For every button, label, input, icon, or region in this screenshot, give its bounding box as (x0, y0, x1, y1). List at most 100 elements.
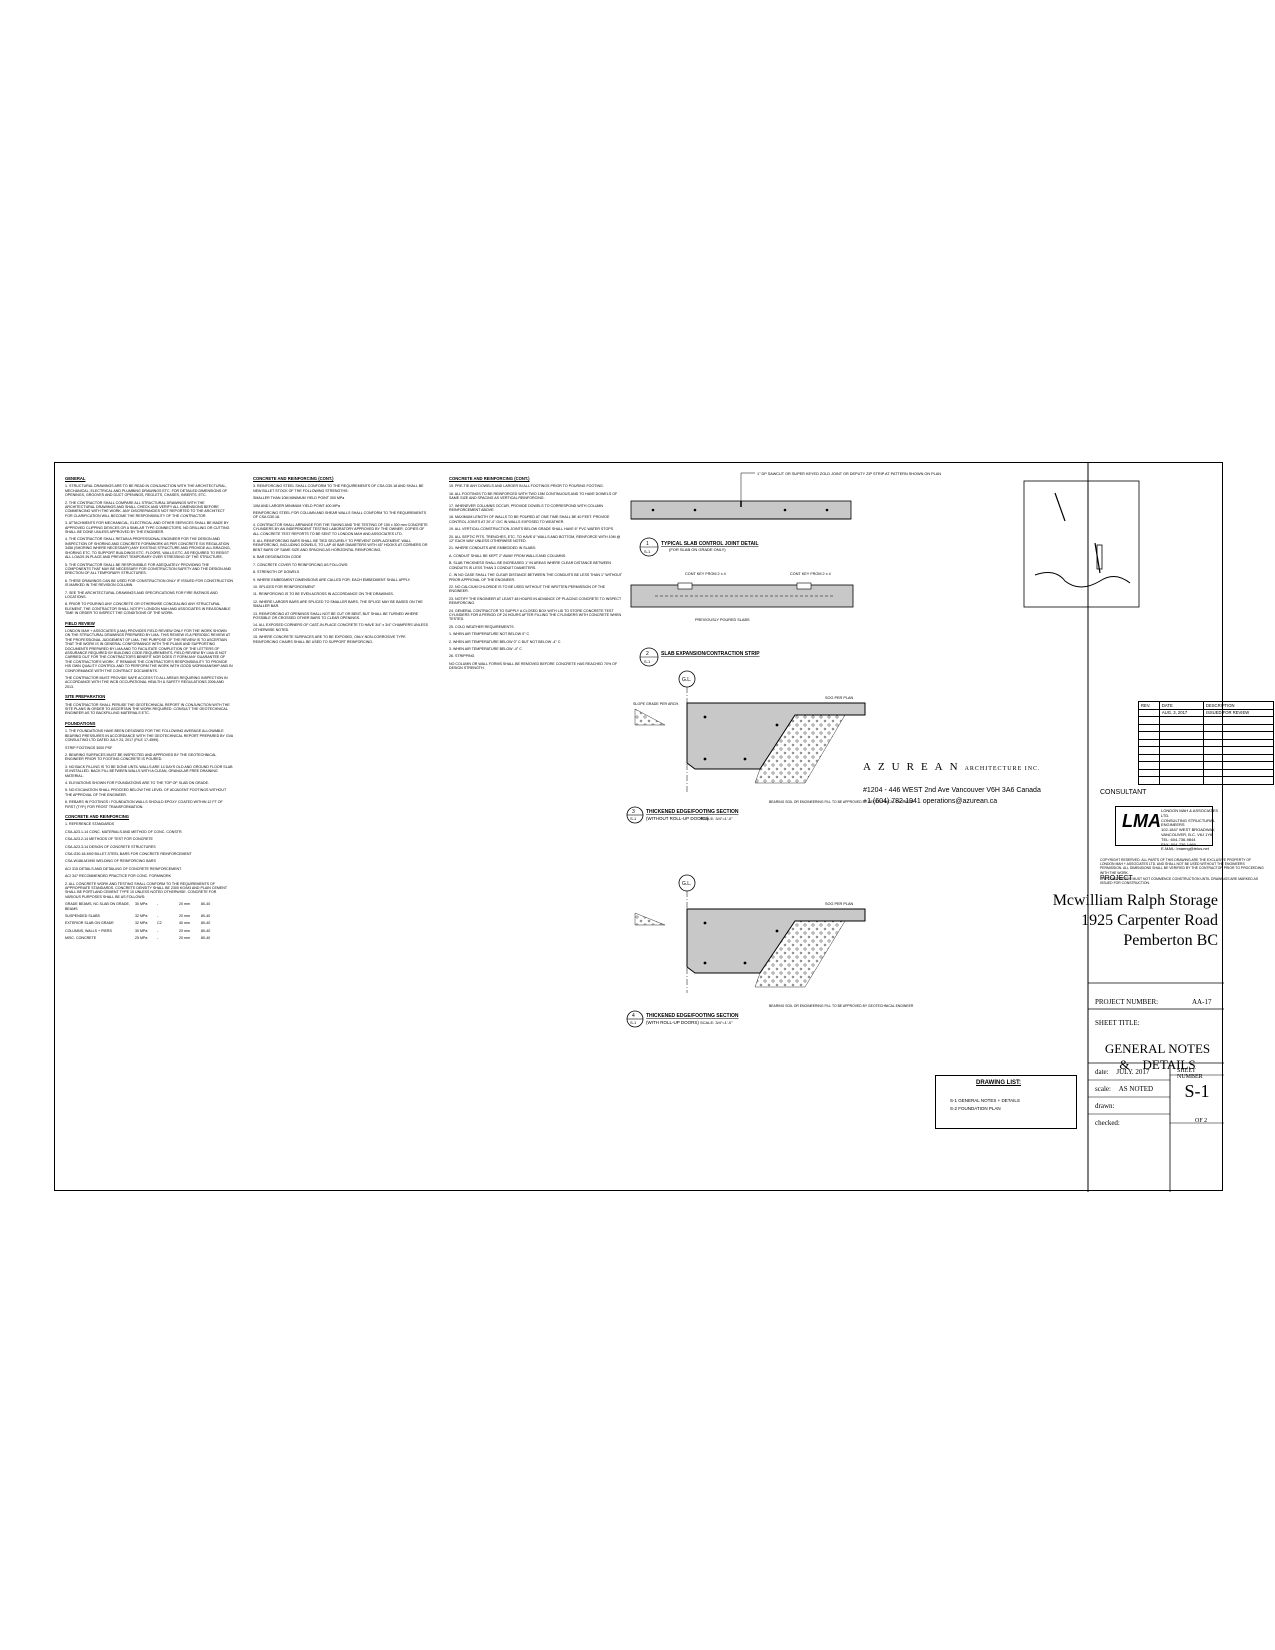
sheet-title-line-1: GENERAL NOTES (1104, 1041, 1211, 1056)
engineer-subtitle: CONSULTING STRUCTURAL ENGINEERS (1161, 817, 1215, 828)
table-row (1138, 738, 1275, 747)
table-row (1138, 776, 1275, 785)
note-item: 24. GENERAL CONTRACTOR TO SUPPLY A CLOSE… (449, 608, 622, 622)
detail-3-bearing-label: BEARING SOIL OR ENGINEERING FILL TO BE A… (769, 800, 914, 804)
detail-3-bubble-sheet: S-1 (630, 816, 637, 821)
field-review-heading: FIELD REVIEW (65, 620, 95, 626)
table-cell: 80-40 (201, 936, 211, 941)
concrete-cont-heading: CONCRETE AND REINFORCING (CONT.) (253, 476, 334, 481)
detail-3-sog-label: SOG PER PLAN (825, 696, 854, 700)
scale-value: AS NOTED (1118, 1085, 1154, 1093)
drawn-row: drawn: (1095, 1102, 1115, 1110)
detail-3-title: THICKENED EDGE/FOOTING SECTION (646, 809, 739, 815)
table-row: COLUMNS, WALLS + PIERS 30 MPa - 20 mm 80-40 (65, 929, 233, 933)
table-row (1138, 746, 1275, 755)
details-drawing: 1" DP SAWCUT OR SUPER KEYED ZOLD JOINT O… (626, 463, 1224, 1192)
revision-cell (1138, 723, 1160, 732)
detail-4-subtitle: (WITH ROLL-UP DOORS) (646, 1020, 699, 1025)
revision-cell (1202, 776, 1275, 785)
detail-4-sog-label: SOG PER PLAN (825, 902, 854, 906)
titleblock-frame (1087, 463, 1224, 1192)
revision-cell (1202, 731, 1275, 740)
detail-2-bubble-number: 2 (646, 651, 649, 657)
note-item: 5. ALL REINFORCING BARS SHALL BE TIED SE… (253, 539, 428, 552)
detail-4-bubble-sheet: S-1 (630, 1020, 637, 1025)
note-item: CSA-A23.2-14 METHODS OF TEST FOR CONCRET… (65, 837, 153, 842)
revision-cell (1138, 768, 1160, 777)
table-cell: 80-40 (201, 921, 211, 926)
general-heading: GENERAL (65, 476, 86, 481)
table-cell: 20 mm (179, 928, 190, 933)
note-item: 18. MAXIMUM LENGTH OF WALLS TO BE POURED… (449, 515, 610, 524)
table-row: GRADE BEAMS, NC SLAB ON GRADE, BEAMS 30 M… (65, 902, 233, 911)
engineer-email: E-MAIL: lmaeng@telus.net (1161, 846, 1209, 852)
revision-cell (1138, 708, 1160, 717)
table-row (1138, 761, 1275, 770)
revision-cell (1138, 738, 1160, 747)
drawing-sheet: GENERAL 1. STRUCTURAL DRAWINGS ARE TO BE… (54, 462, 1275, 1192)
note-item: 6. REBARS IN FOOTINGS / FOUNDATION WALLS… (65, 800, 223, 809)
detail-4-thickened-edge-rollup (626, 874, 866, 1028)
table-cell: - (157, 928, 159, 933)
table-row (1138, 753, 1275, 762)
note-item: 1. STRUCTURAL DRAWINGS ARE TO BE READ IN… (65, 484, 228, 498)
note-item: 3. ATTACHMENTS FOR MECHANICAL, ELECTRICA… (65, 521, 230, 535)
note-item: 22. NO CALCIUM CHLORIDE IS TO BE USED WI… (449, 584, 606, 594)
drawing-list-item: S-1 GENERAL NOTES + DETAILS (950, 1098, 1020, 1103)
detail-2-note-2: CONT KEY FROM 2 x 4 (790, 572, 831, 576)
revision-cell (1202, 761, 1275, 770)
table-cell: 30 MPa (135, 928, 148, 933)
table-cell: 32 MPa (135, 914, 148, 919)
note-item: REINFORCING STEEL FOR COLUMN AND SHEAR W… (253, 511, 427, 520)
note-item: ACI 347 RECOMMENDED PRACTICE FOR CONC. F… (65, 874, 172, 879)
table-cell: GRADE BEAMS, NC SLAB ON GRADE, BEAMS (65, 902, 130, 911)
revision-cell (1138, 761, 1160, 770)
sheet-title-line-2: & DETAILS (1119, 1057, 1196, 1072)
revision-cell (1158, 776, 1204, 785)
scale-row: scale: AS NOTED (1095, 1085, 1154, 1093)
detail-3-subtitle: (WITHOUT ROLL-UP DOORS) (646, 816, 709, 821)
drawing-list-item: S-2 FOUNDATION PLAN (950, 1106, 1001, 1111)
note-item: 25. COLD WEATHER REQUIREMENTS (449, 624, 514, 629)
site-prep-text: THE CONTRACTOR SHALL PERUSE THE GEOTECHN… (65, 702, 230, 716)
note-item: 7. CONCRETE COVER TO REINFORCING AS FOLL… (253, 562, 349, 567)
copyright-notice: COPYRIGHT RESERVED. ALL PARTS OF THIS DR… (1100, 858, 1265, 885)
site-prep-heading: SITE PREPARATION (65, 694, 106, 700)
revision-cell: AUG. 3, 2017 (1158, 708, 1204, 717)
firm-address: #1204 - 446 WEST 2nd Ave Vancouver V6H 3… (863, 785, 1041, 807)
revision-cell (1158, 746, 1204, 755)
revision-cell (1138, 716, 1160, 725)
table-cell: 30 MPa (135, 902, 148, 907)
checked-row: checked: (1095, 1119, 1120, 1127)
note-item: 8. PRIOR TO POURING ANY CONCRETE OR OTHE… (65, 602, 231, 616)
revision-cell (1138, 731, 1160, 740)
detail-2-title: SLAB EXPANSION/CONTRACTION STRIP (661, 651, 760, 657)
detail-3-scale: SCALE: 3/4"=1'-0" (700, 816, 733, 821)
table-cell: 20 mm (179, 902, 190, 907)
revision-header-cell: REV. (1138, 701, 1160, 710)
note-item: 21. WHERE CONDUITS ARE EMBEDDED IN SLABS… (449, 546, 536, 551)
table-cell: COLUMNS, WALLS + PIERS (65, 928, 112, 933)
note-item: SMALLER THAN 10M MINIMUM YIELD POINT 300… (253, 496, 345, 501)
note-item: 23. NOTIFY THE ENGINEER AT LEAST 48 HOUR… (449, 596, 622, 606)
note-item: 26. STRIPPING (449, 654, 475, 659)
table-row (1138, 723, 1275, 732)
note-item: 11. REINFORCING IS TO BE EVEN ACROSS IN … (253, 592, 394, 597)
detail-4-bubble-number: 4 (632, 1013, 635, 1019)
revision-cell (1202, 723, 1275, 732)
field-review-text-2: THE CONTRACTOR MUST PROVIDE SAFE ACCESS … (65, 676, 228, 689)
note-item: 19. ALL VERTICAL CONSTRUCTION JOINTS BEL… (449, 527, 615, 532)
table-cell: 80-40 (201, 928, 211, 933)
note-item: 13. REINFORCING AT OPENINGS SHALL NOT BE… (253, 611, 419, 620)
detail-3-thickened-edge (626, 670, 866, 824)
firm-logo-sketch (1023, 480, 1140, 608)
project-number-label: PROJECT NUMBER: (1095, 998, 1159, 1006)
table-cell: MISC. CONCRETE (65, 936, 97, 941)
revision-header-cell: DESCRIPTION (1202, 701, 1275, 710)
engineer-details: LONDON MAH & ASSOCIATES LTD. CONSULTING … (1161, 808, 1221, 852)
detail-4-grid-label: G.L. (682, 881, 691, 887)
date-row: date: JULY. 2017 (1095, 1068, 1150, 1076)
